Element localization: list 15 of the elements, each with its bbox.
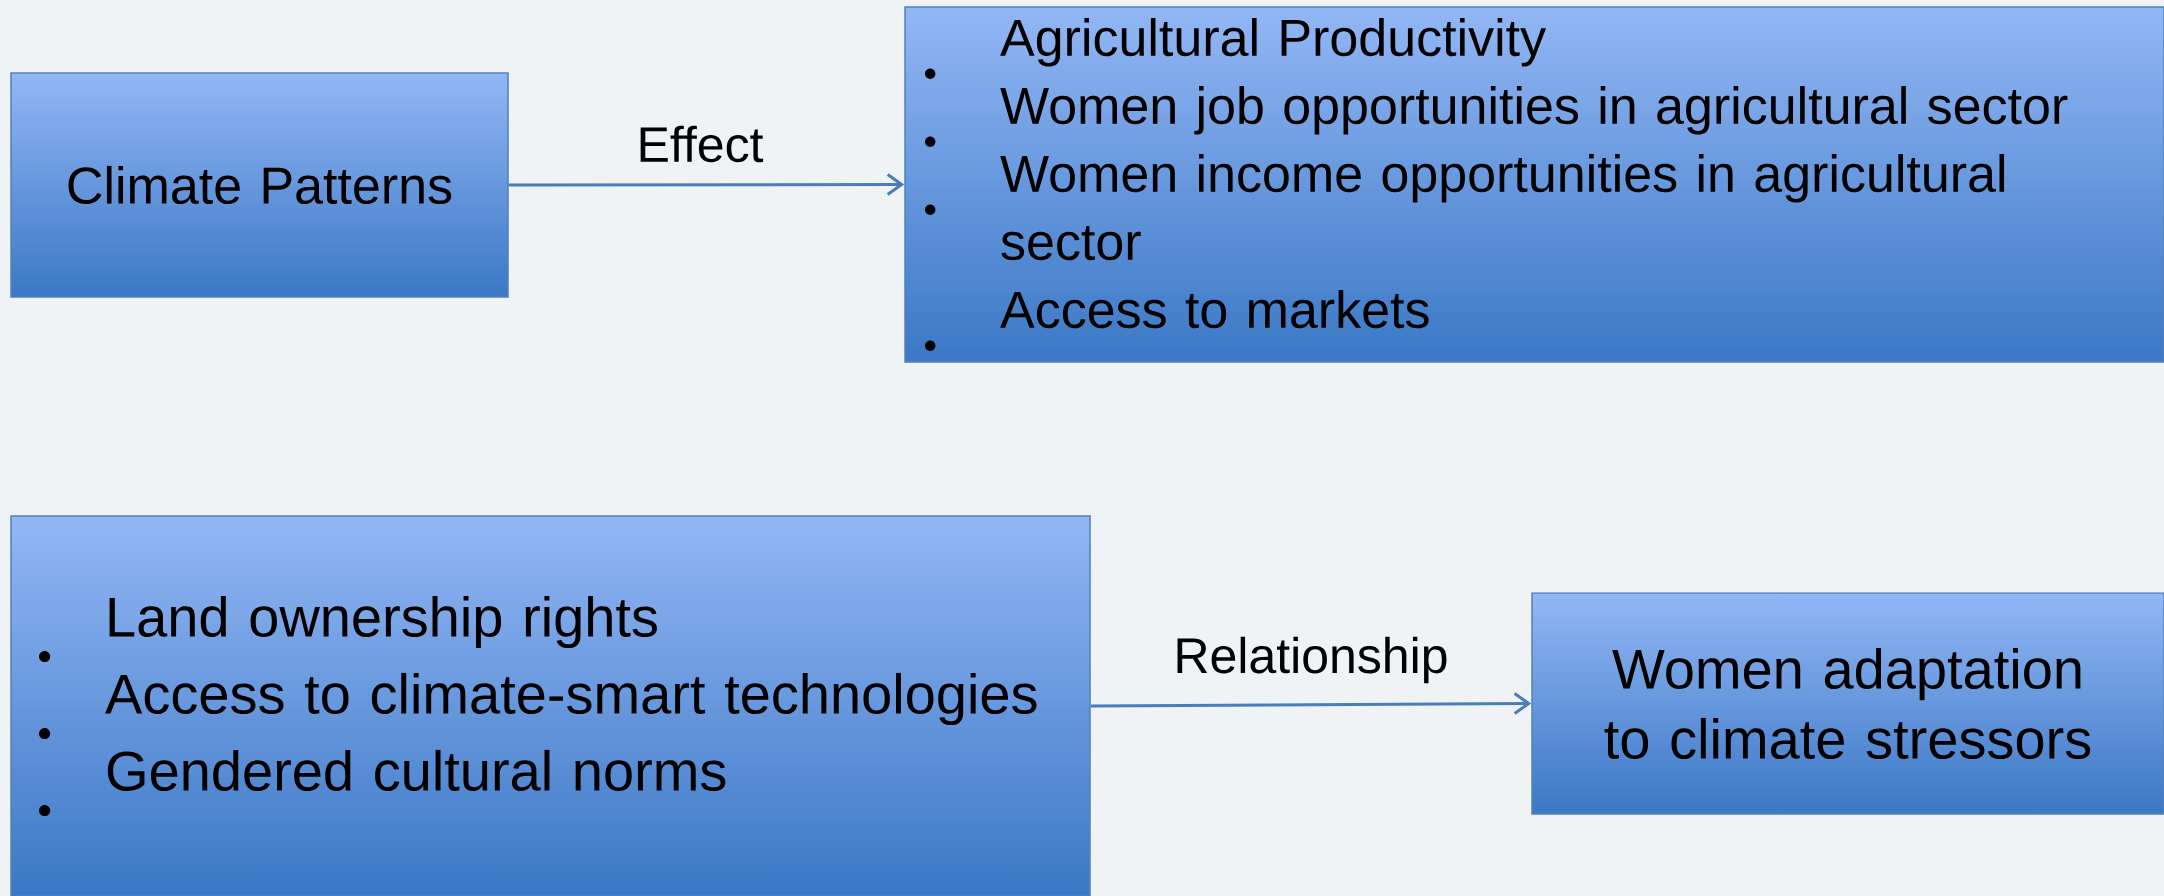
process-box: Climate Patterns [10,72,509,298]
edge-label: Effect [634,123,766,165]
arrow [508,173,905,196]
process-box [904,6,2164,363]
process-box [10,515,1091,896]
arrow [1090,692,1532,715]
list-item: Women job opportunities in agricultural sector [1000,86,2068,135]
list-item: Access to climate-smart technologies [105,672,1037,726]
list-item: Agricultural Productivity [1000,18,1546,67]
list-item: Gendered cultural norms [107,749,726,792]
list-item: Land ownership rights [109,595,657,649]
process-box: Women adaptation to climate stressors [1531,592,2164,815]
edge-label: Relationship [1171,634,1451,686]
list-item: Women income opportunities in agricultural sector [1000,154,2005,261]
list-item: Access to markets [1000,290,1429,329]
